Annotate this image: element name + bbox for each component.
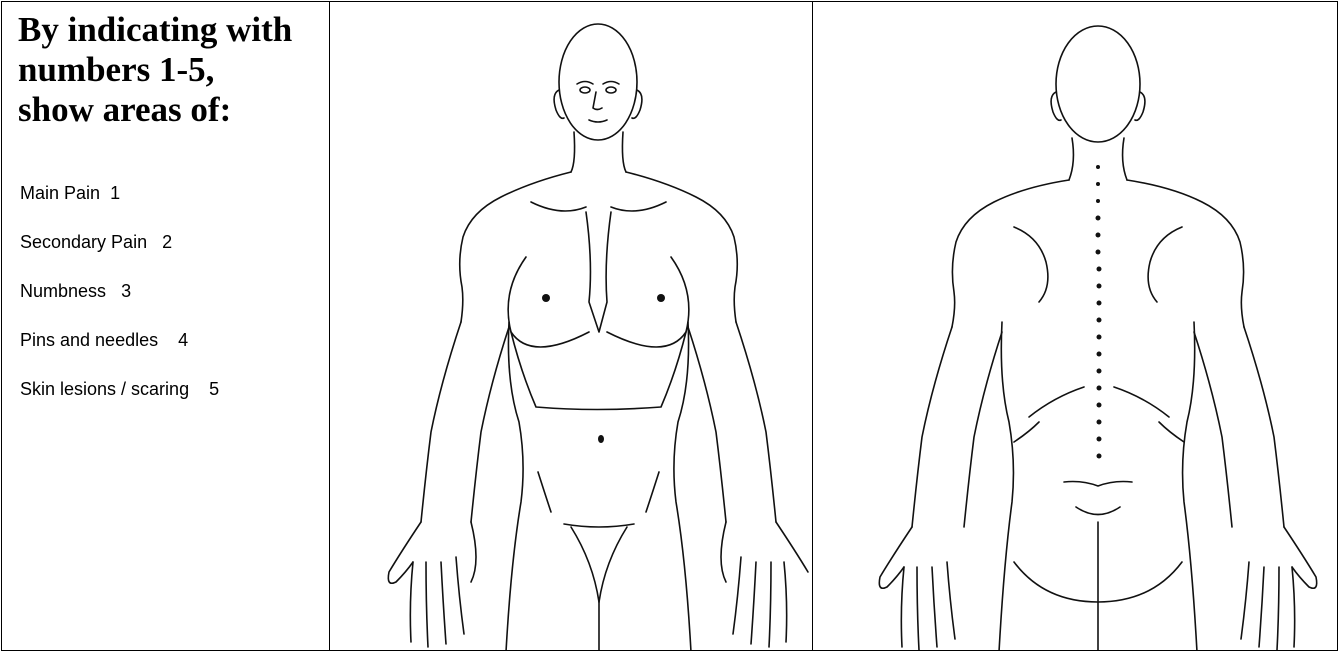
legend-number: 5 [209,379,219,399]
spine [1096,165,1102,459]
legend-number: 2 [162,232,172,252]
front-body-cell [331,2,811,650]
legend-label: Secondary Pain [20,232,147,252]
legend-item-pins-and-needles: Pins and needles 4 [20,329,219,378]
legend-item-numbness: Numbness 3 [20,280,219,329]
column-divider [329,2,330,650]
legend-number: 1 [110,183,120,203]
legend-number: 3 [121,281,131,301]
back-body-cell [814,2,1338,650]
back-right-shoulder [1127,180,1244,327]
legend-cell: By indicating with numbers 1-5, show are… [2,2,329,650]
legend-number: 4 [178,330,188,350]
front-body-figure [331,2,811,650]
back-body-figure [814,2,1338,650]
legend-label: Numbness [20,281,106,301]
legend-label: Pins and needles [20,330,158,350]
back-left-shoulder [952,180,1069,327]
front-left-side [506,322,523,650]
legend-item-skin-lesions: Skin lesions / scaring 5 [20,378,219,427]
legend-item-main-pain: Main Pain 1 [20,182,219,231]
legend-label: Skin lesions / scaring [20,379,189,399]
legend-item-secondary-pain: Secondary Pain 2 [20,231,219,280]
legend-list: Main Pain 1 Secondary Pain 2 Numbness 3 … [20,182,219,427]
front-right-side [674,322,691,650]
column-divider [812,2,813,650]
instructions-heading: By indicating with numbers 1-5, show are… [18,10,318,130]
legend-label: Main Pain [20,183,100,203]
front-right-shoulder [626,172,737,322]
front-left-shoulder [460,172,571,322]
back-head [1056,26,1140,142]
